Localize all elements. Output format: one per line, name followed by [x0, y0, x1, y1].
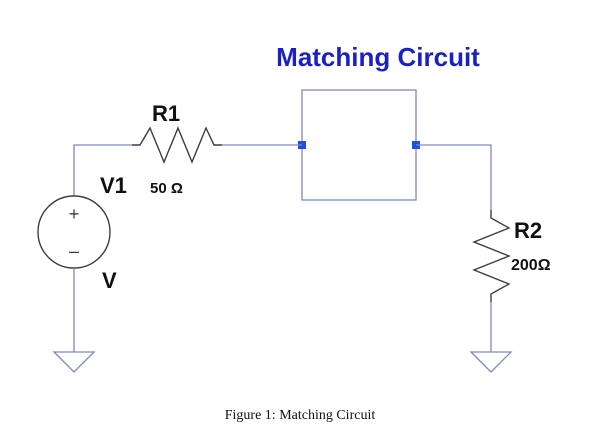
matching-network-box — [301, 89, 417, 201]
ground-right-icon — [469, 351, 513, 373]
figure-caption: Figure 1: Matching Circuit — [225, 408, 376, 423]
source-plus-sign: + — [69, 204, 80, 224]
r1-name-label: R1 — [152, 101, 180, 126]
ground-left-icon — [52, 351, 96, 373]
source-value-label: V — [102, 268, 117, 293]
source-minus-sign: – — [69, 241, 79, 261]
v1-name-label: V1 — [100, 173, 127, 198]
resistor-r2-symbol — [472, 210, 511, 302]
resistor-r1-symbol — [132, 126, 222, 164]
r1-value-label: 50 Ω — [150, 180, 183, 197]
wire-matching-to-r2 — [416, 144, 492, 210]
r2-name-label: R2 — [514, 218, 542, 243]
circuit-title: Matching Circuit — [276, 42, 480, 72]
r2-value-label: 200Ω — [511, 257, 551, 274]
wire-source-to-r1 — [73, 144, 132, 196]
